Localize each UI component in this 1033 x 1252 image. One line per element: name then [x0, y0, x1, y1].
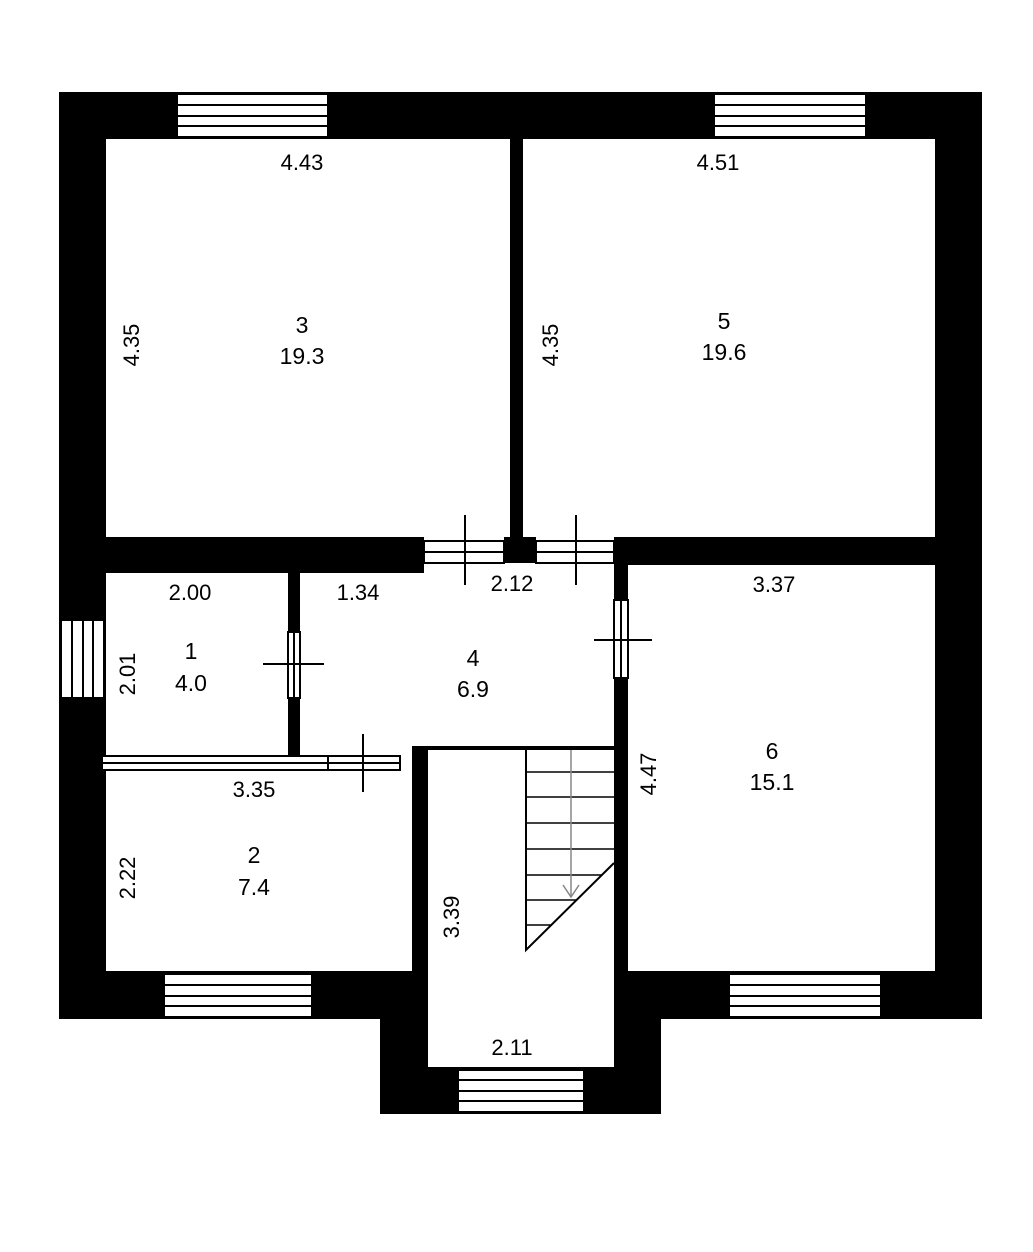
door-room2 — [101, 734, 401, 792]
doors — [101, 515, 652, 792]
window-room5 — [713, 93, 867, 138]
staircase — [525, 748, 615, 953]
dim-stair-width: 2.11 — [491, 1035, 532, 1060]
dim-room6-height: 4.47 — [636, 753, 661, 796]
door-room3 — [423, 515, 505, 585]
dim-room3-width: 4.43 — [281, 150, 324, 175]
room-5-area: 19.6 — [702, 339, 747, 365]
wall-corridor-left — [106, 537, 424, 573]
room-2-number: 2 — [248, 842, 261, 868]
room-6-number: 6 — [766, 738, 779, 764]
dim-room5-width: 4.51 — [697, 150, 740, 175]
room-3-area: 19.3 — [280, 343, 325, 369]
room-2-area: 7.4 — [238, 874, 270, 900]
door-room1 — [263, 631, 324, 699]
wall-rooms-3-5 — [510, 139, 523, 563]
room-3-number: 3 — [296, 312, 309, 338]
wall-corridor-mid — [504, 537, 536, 563]
window-room6 — [728, 973, 882, 1018]
dim-room2-height: 2.22 — [115, 857, 140, 900]
room-1-number: 1 — [185, 638, 198, 664]
door-room6 — [594, 599, 652, 679]
stair-direction-arrow — [562, 750, 580, 899]
dim-room2-width: 3.35 — [233, 777, 276, 802]
stair-treads — [526, 771, 614, 926]
room-1-area: 4.0 — [175, 670, 207, 696]
wall-hall-bottom — [412, 746, 614, 750]
room-4-number: 4 — [467, 645, 480, 671]
stair-outline — [525, 748, 615, 953]
room-5-number: 5 — [718, 308, 731, 334]
wall-stair-left — [412, 748, 428, 971]
dimension-labels: 4.43 4.51 2.00 1.34 2.12 3.37 3.35 2.11 … — [115, 150, 795, 1060]
window-stair — [457, 1069, 585, 1113]
room-6-area: 15.1 — [750, 769, 795, 795]
wall-left — [59, 92, 106, 1019]
room-labels: 3 19.3 5 19.6 1 4.0 4 6.9 6 15.1 2 7.4 — [175, 308, 794, 900]
wall-right — [935, 92, 982, 1019]
dim-room5-height: 4.35 — [538, 324, 563, 367]
dim-room3-height: 4.35 — [119, 324, 144, 367]
window-room3 — [176, 93, 329, 138]
dim-stair-height: 3.39 — [439, 896, 464, 939]
dim-hall-doors: 2.12 — [491, 571, 534, 596]
dim-room6-width: 3.37 — [753, 572, 796, 597]
dim-room1-height: 2.01 — [115, 653, 140, 696]
dim-hall-width: 1.34 — [337, 580, 380, 605]
dim-room1-width: 2.00 — [169, 580, 212, 605]
window-room2 — [163, 973, 313, 1018]
room-4-area: 6.9 — [457, 676, 489, 702]
windows — [60, 93, 882, 1113]
wall-corridor-right — [614, 537, 935, 565]
door-room5 — [535, 515, 615, 585]
window-room1 — [60, 619, 105, 699]
